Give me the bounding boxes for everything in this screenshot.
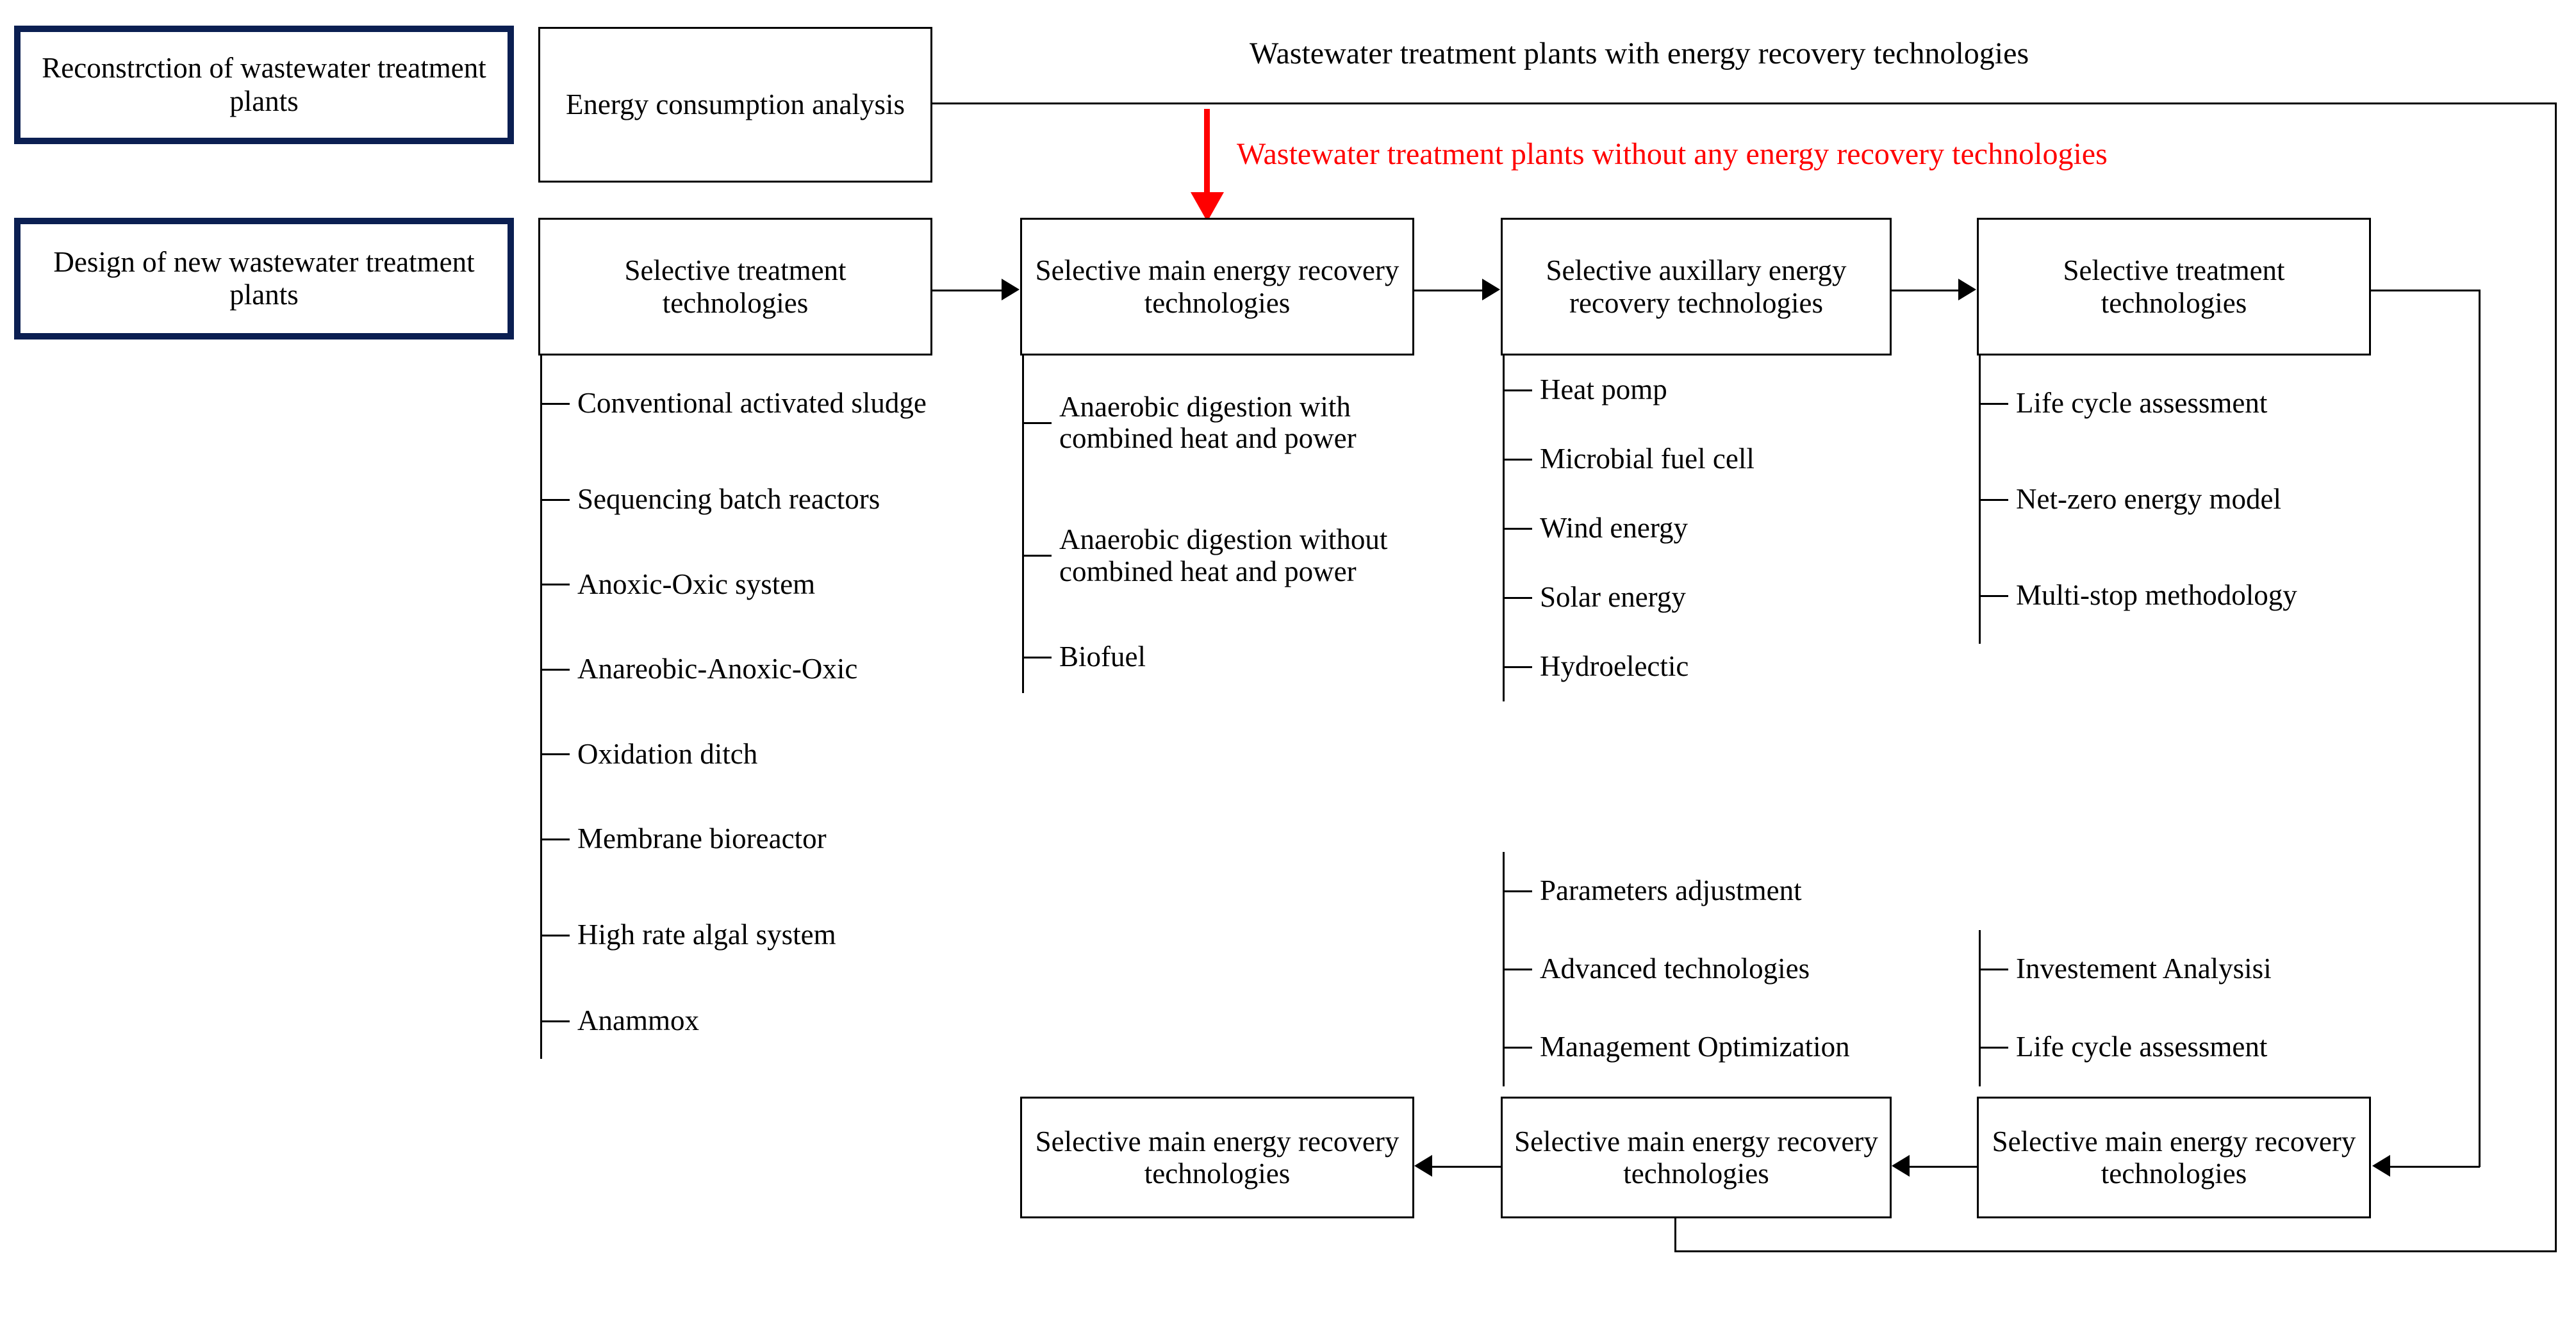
- bullet-dash-icon: [1979, 594, 2008, 597]
- list-optimization: Parameters adjustment Advanced technolog…: [1503, 852, 1887, 1086]
- connector-aux-to-tt2: [1892, 290, 1960, 291]
- bullet-dash-icon: [1022, 421, 1052, 424]
- list-item[interactable]: Hydroelectic: [1503, 632, 1887, 701]
- bullet-dash-icon: [540, 498, 570, 501]
- list-item[interactable]: Advanced technologies: [1503, 930, 1887, 1008]
- connector-bottom-rail-horizontal: [1674, 1250, 2557, 1252]
- list-item[interactable]: Anaerobic digestion without combined hea…: [1022, 490, 1423, 621]
- stage-box-treatment-tech-2[interactable]: Selective treatment technologies: [1977, 218, 2371, 356]
- connector-evaluation-to-optimization: [1910, 1166, 1979, 1168]
- bullet-dash-icon: [540, 668, 570, 671]
- arrow-into-evaluation: [2372, 1155, 2390, 1177]
- stage-box-evaluation-label: Selective main energy recovery technolog…: [1992, 1125, 2356, 1190]
- list-auxillary-energy-recovery: Heat pomp Microbial fuel cell Wind energ…: [1503, 356, 1887, 701]
- label-without-energy-recovery: Wastewater treatment plants without any …: [1237, 137, 2108, 171]
- list-item[interactable]: Net-zero energy model: [1979, 452, 2376, 548]
- entry-box-new-design[interactable]: Design of new wastewater treatment plant…: [14, 218, 514, 339]
- connector-tt1-to-main: [932, 290, 1003, 291]
- list-item[interactable]: Investement Analysisi: [1979, 930, 2363, 1008]
- stage-box-main-energy-recovery[interactable]: Selective main energy recovery technolog…: [1020, 218, 1414, 356]
- connector-main-to-aux: [1414, 290, 1483, 291]
- label-with-energy-recovery: Wastewater treatment plants with energy …: [1250, 37, 2029, 70]
- list-item[interactable]: Microbial fuel cell: [1503, 425, 1887, 494]
- list-item[interactable]: Anoxic-Oxic system: [540, 548, 937, 621]
- list-item[interactable]: Membrane bioreactor: [540, 791, 937, 887]
- connector-loop-to-evaluation: [2390, 1166, 2480, 1168]
- list-item[interactable]: Oxidation ditch: [540, 717, 937, 791]
- list-item[interactable]: Anammox: [540, 983, 937, 1059]
- bullet-dash-icon: [1503, 458, 1532, 461]
- list-treatment-tech-2: Life cycle assessment Net-zero energy mo…: [1979, 356, 2376, 644]
- bullet-dash-icon: [540, 753, 570, 755]
- stage-box-evaluation[interactable]: Selective main energy recovery technolog…: [1977, 1097, 2371, 1218]
- bullet-dash-icon: [1979, 968, 2008, 970]
- list-item[interactable]: Solar energy: [1503, 563, 1887, 632]
- connector-tt2-to-loop: [2371, 290, 2480, 291]
- list-treatment-tech-1: Conventional activated sludge Sequencing…: [540, 356, 937, 1059]
- bullet-dash-icon: [1503, 527, 1532, 530]
- bullet-dash-icon: [540, 934, 570, 936]
- list-spine: [1022, 356, 1024, 693]
- connector-right-rail-vertical: [2555, 102, 2557, 1252]
- entry-box-new-design-label: Design of new wastewater treatment plant…: [53, 245, 475, 311]
- list-item[interactable]: Anaerobic digestion with combined heat a…: [1022, 356, 1423, 490]
- list-spine: [1979, 930, 1981, 1086]
- stage-box-main-energy-recovery-label: Selective main energy recovery technolog…: [1035, 254, 1399, 319]
- bullet-dash-icon: [1022, 656, 1052, 658]
- bullet-dash-icon: [540, 1020, 570, 1022]
- red-arrow-head-icon: [1191, 192, 1224, 222]
- bullet-dash-icon: [1503, 1046, 1532, 1049]
- connector-energy-consumption-to-right-rail: [932, 102, 2557, 104]
- list-item[interactable]: Management Optimization: [1503, 1008, 1887, 1086]
- stage-box-energy-consumption[interactable]: Energy consumption analysis: [538, 27, 932, 183]
- stage-box-optimization[interactable]: Selective main energy recovery technolog…: [1501, 1097, 1892, 1218]
- list-evaluation: Investement Analysisi Life cycle assessm…: [1979, 930, 2363, 1086]
- arrow-evaluation-to-optimization: [1892, 1155, 1910, 1177]
- bullet-dash-icon: [1979, 498, 2008, 501]
- list-spine: [540, 356, 542, 1059]
- stage-box-treatment-tech-2-label: Selective treatment technologies: [2063, 254, 2285, 319]
- bullet-dash-icon: [1979, 402, 2008, 405]
- list-item[interactable]: Biofuel: [1022, 621, 1423, 693]
- list-item[interactable]: Conventional activated sludge: [540, 356, 937, 452]
- list-item[interactable]: Sequencing batch reactors: [540, 452, 937, 548]
- stage-box-auxillary-energy-recovery[interactable]: Selective auxillary energy recovery tech…: [1501, 218, 1892, 356]
- list-item[interactable]: Life cycle assessment: [1979, 1008, 2363, 1086]
- arrow-optimization-to-final: [1414, 1155, 1432, 1177]
- list-item[interactable]: Life cycle assessment: [1979, 356, 2376, 452]
- list-main-energy-recovery: Anaerobic digestion with combined heat a…: [1022, 356, 1423, 693]
- bullet-dash-icon: [1979, 1046, 2008, 1049]
- entry-box-reconstruction-label: Reconstrction of wastewater treatment pl…: [42, 52, 486, 117]
- bullet-dash-icon: [1503, 596, 1532, 599]
- stage-box-auxillary-energy-recovery-label: Selective auxillary energy recovery tech…: [1546, 254, 1847, 319]
- list-item[interactable]: Wind energy: [1503, 494, 1887, 563]
- stage-box-treatment-tech-1-label: Selective treatment technologies: [624, 254, 846, 319]
- stage-box-final-output[interactable]: Selective main energy recovery technolog…: [1020, 1097, 1414, 1218]
- red-arrow-shaft: [1204, 109, 1210, 199]
- list-item[interactable]: Heat pomp: [1503, 356, 1887, 425]
- arrow-main-to-aux: [1482, 279, 1500, 300]
- arrow-aux-to-tt2: [1958, 279, 1976, 300]
- bullet-dash-icon: [540, 402, 570, 405]
- list-item[interactable]: Parameters adjustment: [1503, 852, 1887, 930]
- bullet-dash-icon: [540, 838, 570, 840]
- stage-box-optimization-label: Selective main energy recovery technolog…: [1514, 1125, 1878, 1190]
- bullet-dash-icon: [1503, 890, 1532, 892]
- bullet-dash-icon: [1503, 968, 1532, 970]
- connector-optimization-to-final: [1432, 1166, 1503, 1168]
- bullet-dash-icon: [1022, 555, 1052, 557]
- stage-box-final-output-label: Selective main energy recovery technolog…: [1035, 1125, 1399, 1190]
- list-item[interactable]: Multi-stop methodology: [1979, 548, 2376, 644]
- list-item[interactable]: High rate algal system: [540, 887, 937, 983]
- entry-box-reconstruction[interactable]: Reconstrction of wastewater treatment pl…: [14, 26, 514, 144]
- bullet-dash-icon: [1503, 666, 1532, 668]
- arrow-tt1-to-main: [1002, 279, 1020, 300]
- bullet-dash-icon: [1503, 389, 1532, 391]
- connector-loop-vertical: [2479, 290, 2481, 1167]
- stage-box-treatment-tech-1[interactable]: Selective treatment technologies: [538, 218, 932, 356]
- bullet-dash-icon: [540, 584, 570, 585]
- list-item[interactable]: Anareobic-Anoxic-Oxic: [540, 621, 937, 717]
- stage-box-energy-consumption-label: Energy consumption analysis: [565, 88, 905, 121]
